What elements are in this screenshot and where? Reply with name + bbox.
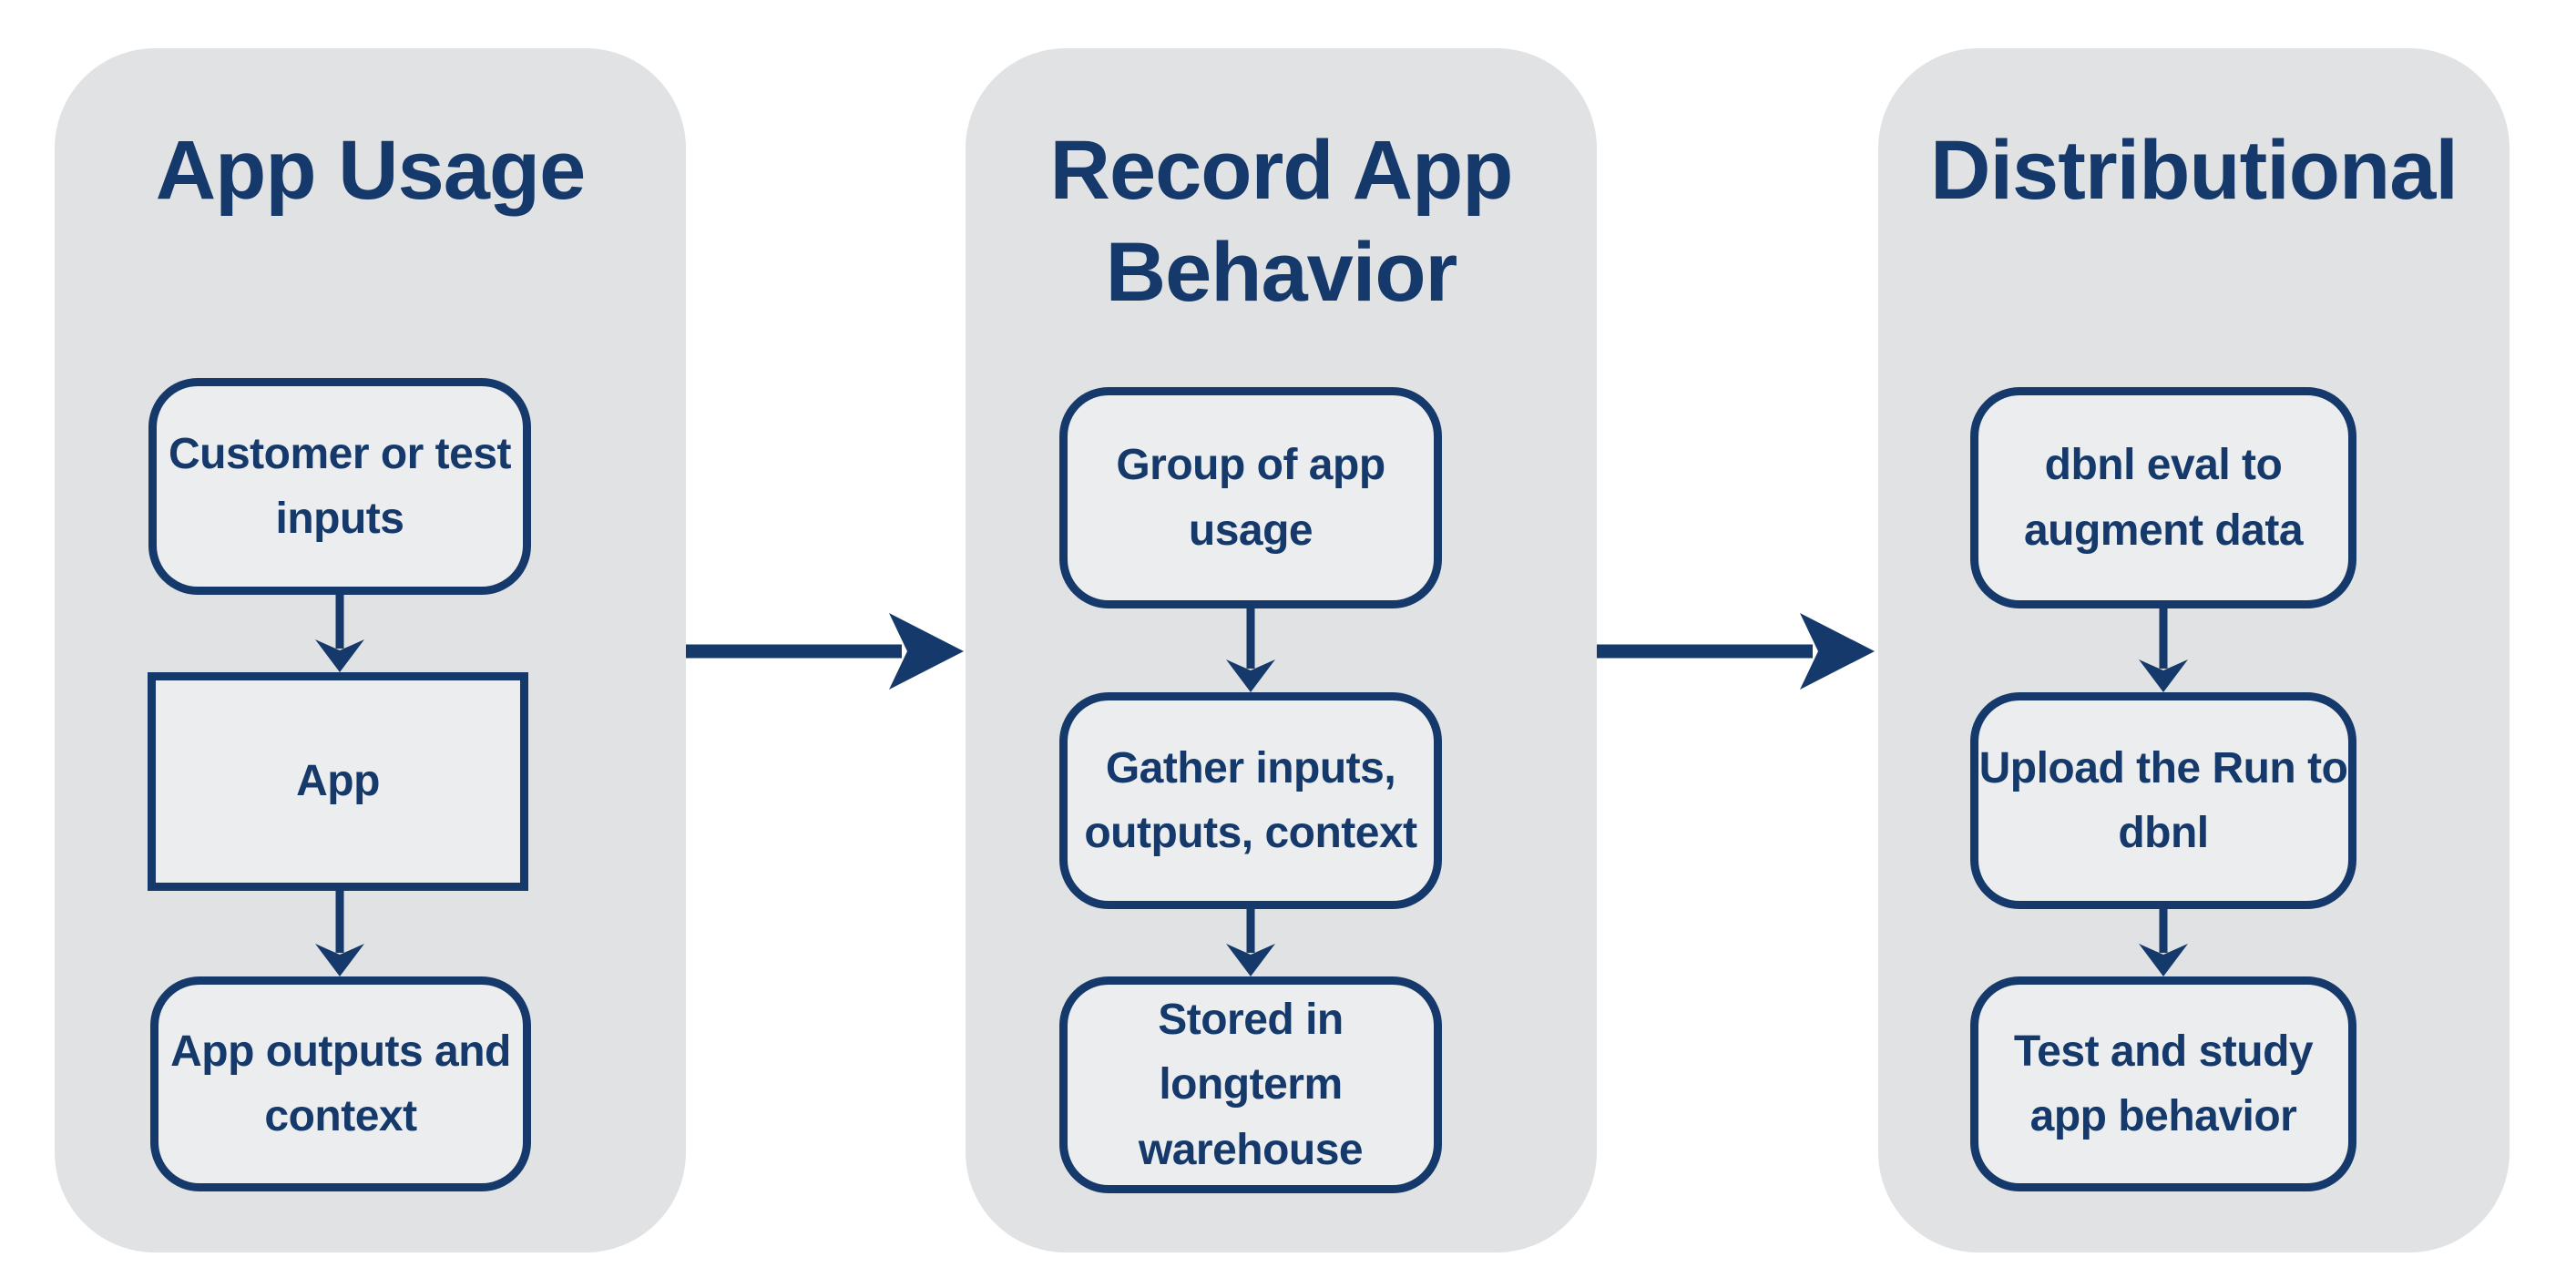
column-title-record-app-behavior: Record App Behavior — [1049, 124, 1514, 320]
node-dbnl-eval-to-augment-data: dbnl eval to augment data — [1970, 387, 2356, 608]
node-app: App — [148, 672, 528, 891]
right-arrow-icon — [686, 613, 964, 690]
node-gather-inputs-outputs-context: Gather inputs, outputs, context — [1059, 692, 1442, 909]
node-test-and-study-app-behavior: Test and study app behavior — [1970, 976, 2356, 1191]
node-customer-or-test-inputs: Customer or test inputs — [148, 378, 531, 595]
right-arrow-icon — [1597, 613, 1875, 690]
column-title-app-usage: App Usage — [155, 124, 587, 217]
column-title-distributional: Distributional — [1930, 124, 2458, 217]
node-upload-the-run-to-dbnl: Upload the Run to dbnl — [1970, 692, 2356, 909]
node-group-of-app-usage: Group of app usage — [1059, 387, 1442, 608]
node-app-outputs-and-context: App outputs and context — [150, 976, 531, 1191]
node-stored-in-longterm-warehouse: Stored in longterm warehouse — [1059, 976, 1442, 1193]
